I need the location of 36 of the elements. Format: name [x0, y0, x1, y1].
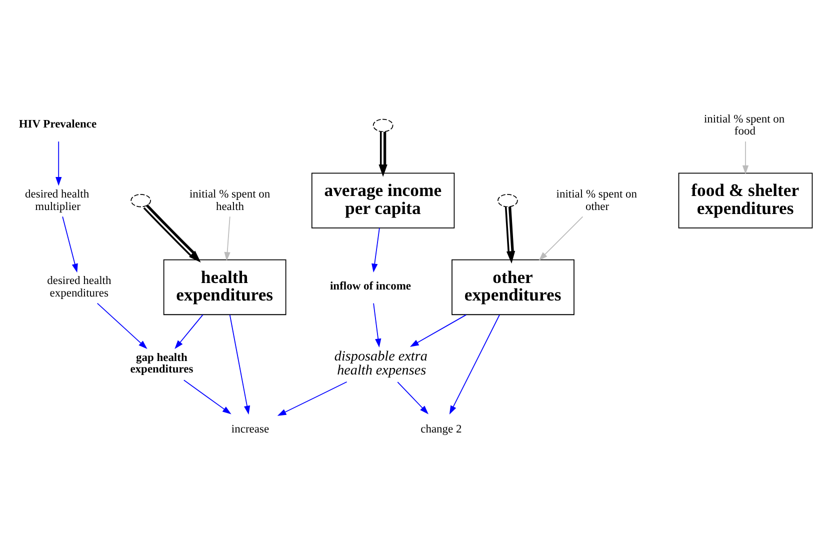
- node-text: change 2: [420, 424, 462, 436]
- arrow: [229, 314, 250, 415]
- arrow: [224, 216, 230, 261]
- arrow: [742, 141, 749, 174]
- arrow: [62, 216, 78, 273]
- node-text: gap health expenditures: [130, 352, 194, 376]
- node-text: desired health multiplier: [25, 188, 90, 213]
- node-text: disposable extra health expenses: [334, 348, 428, 379]
- arrow: [410, 314, 467, 347]
- node-cloud: [372, 118, 394, 132]
- arrow: [183, 380, 232, 414]
- arrow: [372, 228, 380, 272]
- node-text: initial % spent on health: [189, 188, 270, 213]
- node-box: food & shelter expenditures: [678, 172, 813, 228]
- arrow: [174, 314, 204, 350]
- node-text: initial % spent on other: [556, 188, 638, 213]
- node-text: HIV Prevalence: [18, 118, 97, 131]
- node-box: average income per capita: [311, 172, 455, 228]
- arrow: [538, 216, 584, 261]
- arrow: [373, 302, 382, 348]
- arrow: [56, 141, 62, 186]
- node-text: inflow of income: [330, 280, 412, 292]
- arrow: [378, 132, 388, 177]
- arrow: [277, 381, 348, 416]
- node-cloud: [498, 194, 518, 208]
- arrow: [397, 382, 428, 414]
- node-text: desired health expenditures: [47, 275, 112, 300]
- node-box: health expenditures: [163, 259, 286, 316]
- node-cloud: [130, 194, 151, 208]
- node-text: increase: [231, 424, 270, 436]
- node-box: other expenditures: [452, 259, 574, 316]
- node-text: initial % spent on food: [704, 113, 785, 138]
- arrow: [143, 204, 201, 263]
- arrow: [96, 302, 148, 349]
- arrow: [449, 314, 500, 414]
- arrow: [504, 206, 516, 264]
